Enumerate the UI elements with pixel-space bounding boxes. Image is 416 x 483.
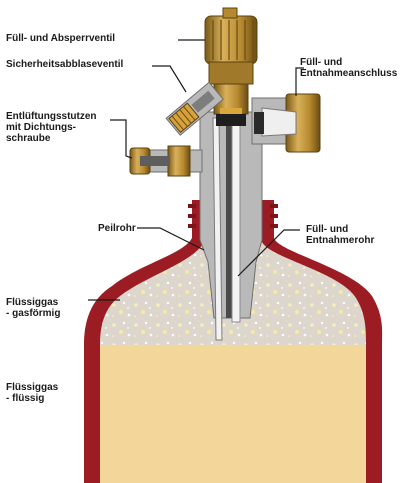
valve-stem-collar [209,62,253,84]
handwheel-nut [223,8,237,18]
label-gas-phase: Flüssiggas - gasförmig [6,297,60,319]
fill-connection-channel [254,112,264,134]
label-fill-and-withdrawal-tube: Füll- und Entnahmerohr [306,224,374,246]
valve-seat [216,114,246,126]
label-fill-and-shutoff-valve: Füll- und Absperrventil [6,33,115,44]
withdrawal-tube [232,125,240,322]
label-vent-connection: Entlüftungsstutzen mit Dichtungs- schrau… [6,111,97,144]
liquid-phase-region [100,345,366,483]
fill-connection-port [262,108,296,136]
label-fill-and-withdrawal-connection: Füll- und Entnahmeanschluss [300,57,397,79]
vent-sealing-nut [168,146,190,176]
valve-seat-ring [220,108,242,114]
vent-channel [140,156,170,166]
label-liquid-phase: Flüssiggas - flüssig [6,382,58,404]
label-level-tube: Peilrohr [98,223,136,234]
label-safety-relief-valve: Sicherheitsabblaseventil [6,59,123,70]
